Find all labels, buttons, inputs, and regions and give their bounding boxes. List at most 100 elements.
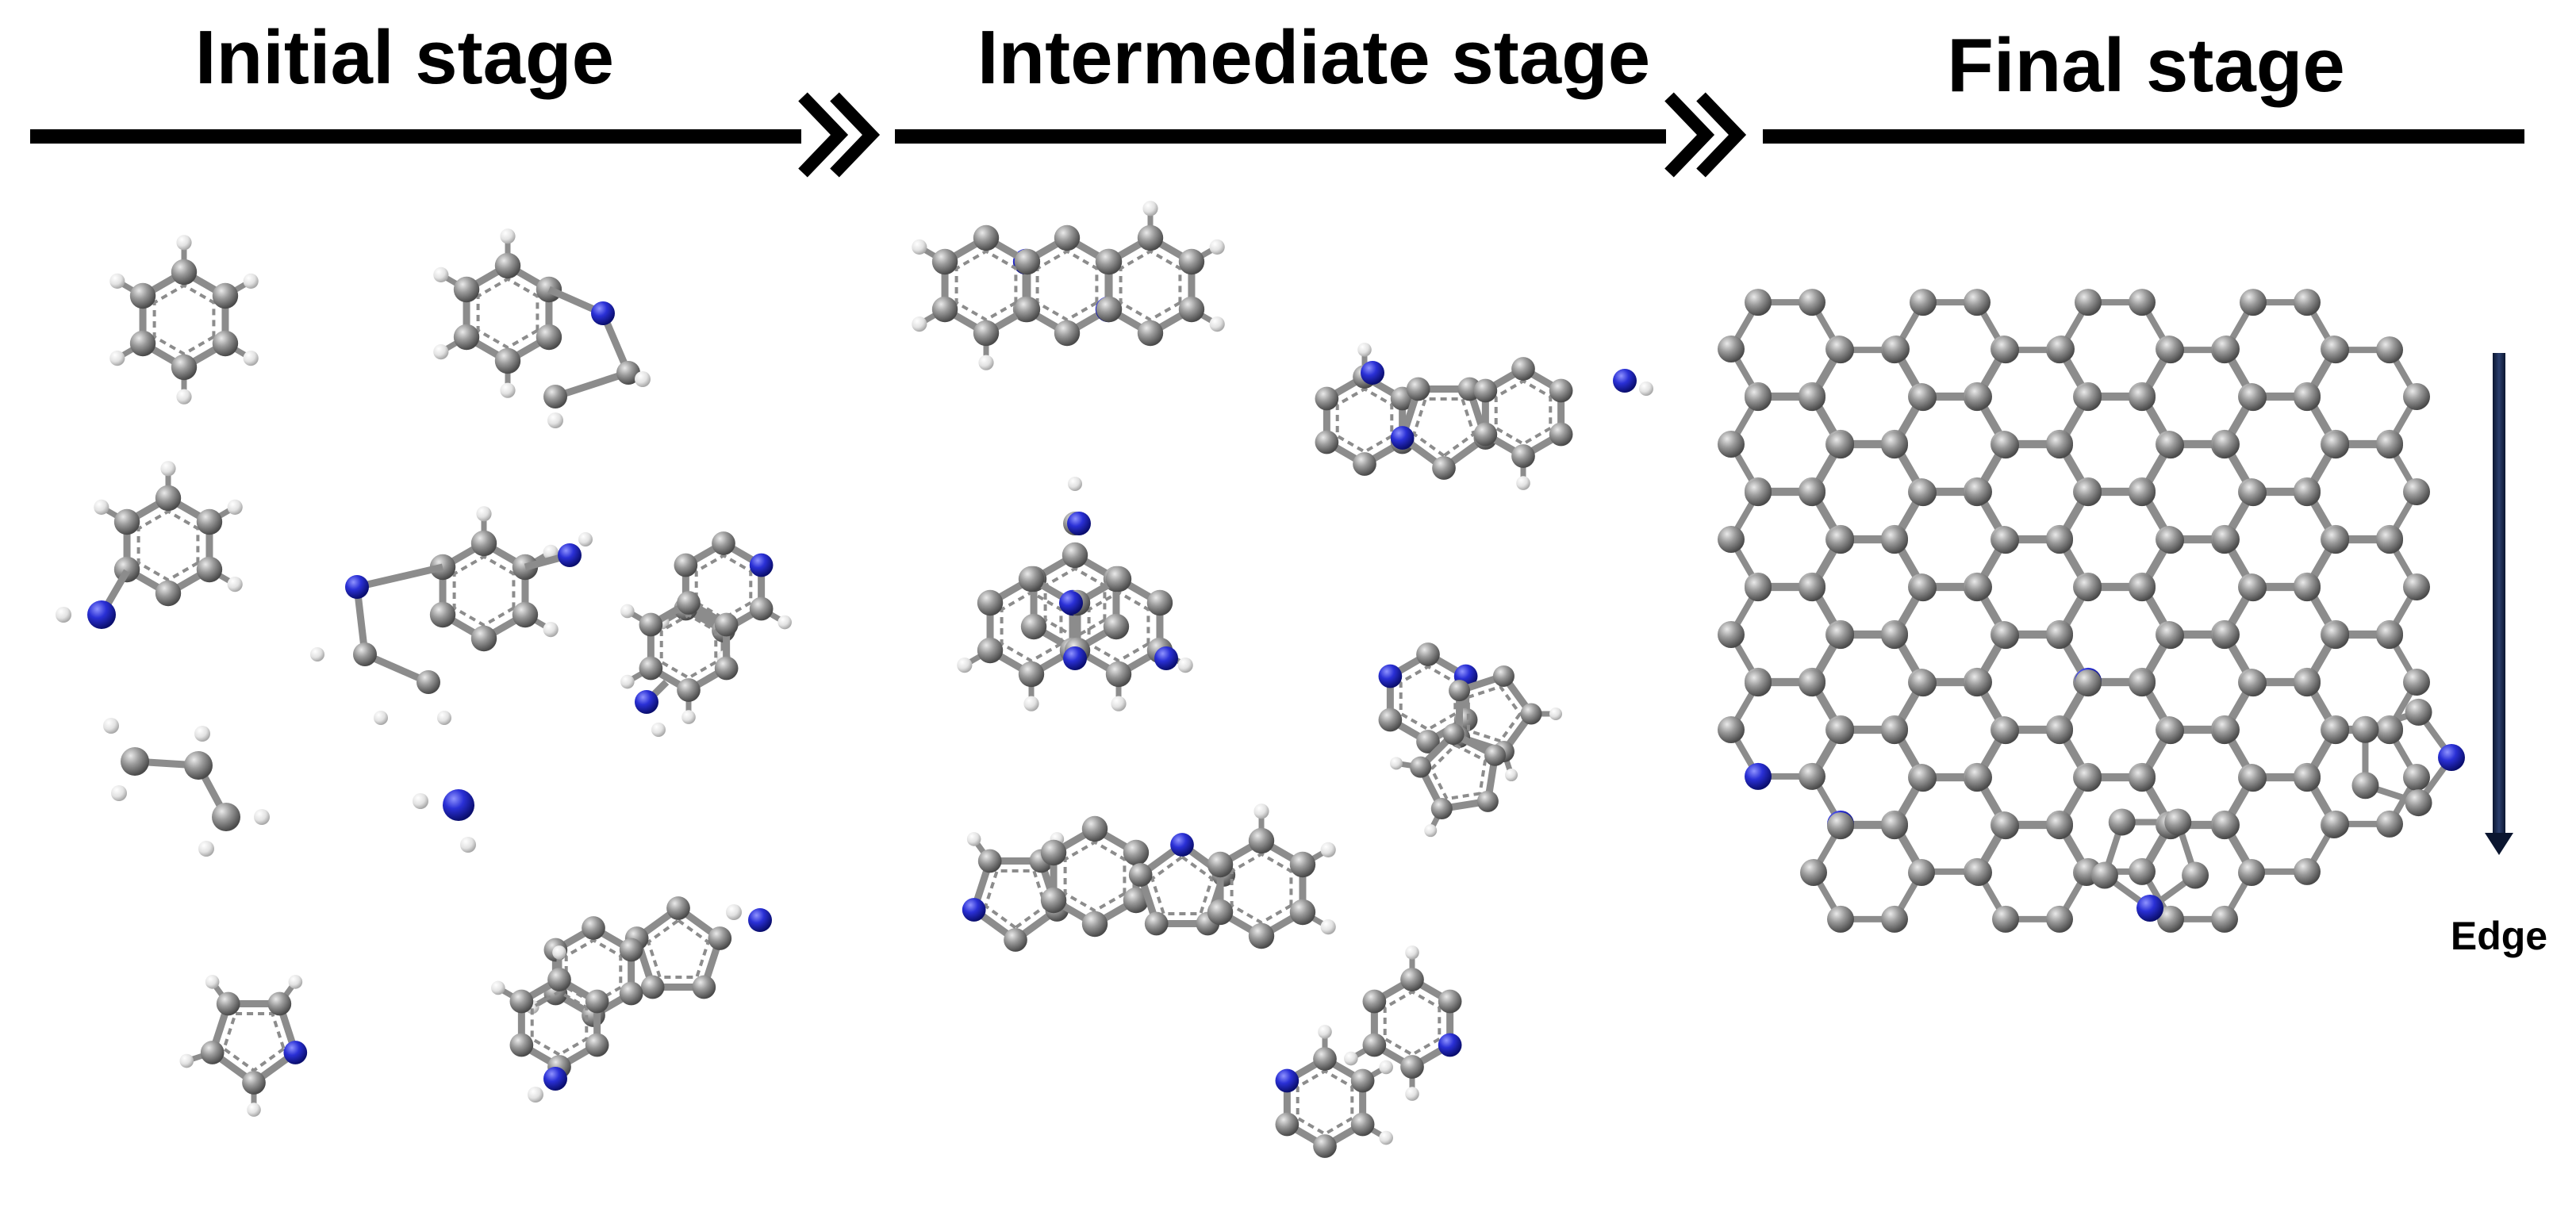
carbon-atom <box>113 508 140 535</box>
hydrogen-atom <box>1320 919 1336 935</box>
hydrogen-atom <box>966 832 981 846</box>
molecule <box>1059 477 1178 670</box>
carbon-atom <box>1992 336 2019 364</box>
aromatic-bond <box>221 1011 286 1073</box>
hexagon-cell <box>2305 347 2420 447</box>
nitrogen-atom <box>283 1041 308 1064</box>
carbon-atom <box>494 347 521 374</box>
carbon-atom <box>171 354 198 381</box>
initial-stage-molecules <box>56 228 792 1117</box>
hydrogen-atom <box>109 273 125 289</box>
stage-timeline <box>30 92 2524 178</box>
aromatic-bond <box>530 990 589 1057</box>
hydrogen-atom <box>205 975 220 989</box>
carbon-atom <box>512 601 539 628</box>
carbon-atom <box>2405 698 2432 726</box>
carbon-atom <box>1020 613 1047 640</box>
carbon-atom <box>1881 905 1908 933</box>
carbon-atom <box>1511 357 1535 381</box>
hydrogen-atom <box>109 351 125 366</box>
carbon-atom <box>1473 422 1498 447</box>
hydrogen-atom <box>1379 1060 1393 1075</box>
carbon-atom <box>2075 574 2102 602</box>
aromatic-bond <box>983 869 1048 930</box>
carbon-atom <box>200 1041 225 1064</box>
hydrogen-atom <box>1424 824 1438 838</box>
carbon-atom <box>2157 905 2184 933</box>
molecule <box>1390 377 1498 480</box>
aromatic-bond <box>476 277 539 350</box>
carbon-atom <box>2376 717 2403 745</box>
hydrogen-atom <box>176 389 192 405</box>
hydrogen-atom <box>1639 382 1653 396</box>
carbon-atom <box>2294 479 2321 507</box>
intermediate-stage-title: Intermediate stage <box>977 15 1650 100</box>
hydrogen-atom <box>433 344 449 360</box>
nitrogen-atom <box>1745 762 1772 790</box>
carbon-atom <box>1018 661 1045 688</box>
carbon-atom <box>1416 642 1440 666</box>
carbon-atom <box>1910 384 1937 412</box>
carbon-atom <box>1081 815 1108 842</box>
hydrogen-atom <box>1405 1087 1419 1101</box>
carbon-atom <box>2294 289 2321 316</box>
carbon-atom <box>2157 622 2184 650</box>
carbon-atom <box>470 625 497 652</box>
carbon-atom <box>2322 717 2349 745</box>
carbon-atom <box>2403 764 2430 791</box>
hydrogen-atom <box>620 604 635 619</box>
carbon-atom <box>1718 716 1745 743</box>
hexagon-cell <box>2305 537 2420 637</box>
carbon-atom <box>1549 422 1573 447</box>
carbon-atom <box>1313 1047 1337 1071</box>
hydrogen-atom <box>374 711 388 725</box>
carbon-atom <box>1123 887 1150 914</box>
carbon-atom <box>1992 431 2019 459</box>
molecule <box>635 679 670 737</box>
carbon-atom <box>2240 765 2267 792</box>
hydrogen-atom <box>620 674 635 689</box>
carbon-atom <box>543 385 567 408</box>
carbon-atom <box>1350 1068 1375 1093</box>
aromatic-bond <box>1296 1069 1354 1136</box>
carbon-atom <box>2046 717 2073 745</box>
carbon-atom <box>1248 827 1275 854</box>
nitrogen-atom <box>345 575 369 599</box>
carbon-atom <box>1511 444 1535 468</box>
hydrogen-atom <box>1357 343 1372 357</box>
carbon-atom <box>1123 839 1150 866</box>
carbon-atom <box>2294 669 2321 697</box>
molecule <box>310 532 593 725</box>
molecule <box>109 235 259 405</box>
carbon-atom <box>2294 857 2321 885</box>
carbon-atom <box>1718 621 1745 648</box>
molecule <box>1315 343 1415 476</box>
carbon-atom <box>2075 765 2102 792</box>
aromatic-bond <box>659 613 718 680</box>
nitrogen-atom <box>748 908 772 932</box>
carbon-atom <box>1146 589 1173 616</box>
carbon-atom <box>1881 622 1908 650</box>
molecule <box>1344 945 1462 1101</box>
aromatic-bond <box>1000 590 1063 663</box>
aromatic-bond <box>1411 397 1476 458</box>
carbon-atom <box>2046 431 2073 459</box>
carbon-atom <box>692 975 716 999</box>
nitrogen-atom <box>1275 1068 1300 1093</box>
carbon-atom <box>2129 289 2156 316</box>
carbon-atom <box>216 991 240 1016</box>
carbon-atom <box>714 612 739 637</box>
carbon-atom <box>1827 527 1854 554</box>
nitrogen-atom <box>443 789 474 821</box>
nitrogen-atom <box>962 898 986 922</box>
hydrogen-atom <box>476 506 492 522</box>
carbon-atom <box>1745 289 1772 316</box>
carbon-atom <box>1207 851 1234 878</box>
carbon-atom <box>1275 1112 1300 1137</box>
carbon-atom <box>2213 716 2240 743</box>
carbon-atom <box>2048 336 2075 362</box>
carbon-atom <box>2129 574 2156 602</box>
carbon-atom <box>429 601 456 628</box>
carbon-atom <box>1910 289 1937 316</box>
aromatic-bond <box>694 554 753 620</box>
